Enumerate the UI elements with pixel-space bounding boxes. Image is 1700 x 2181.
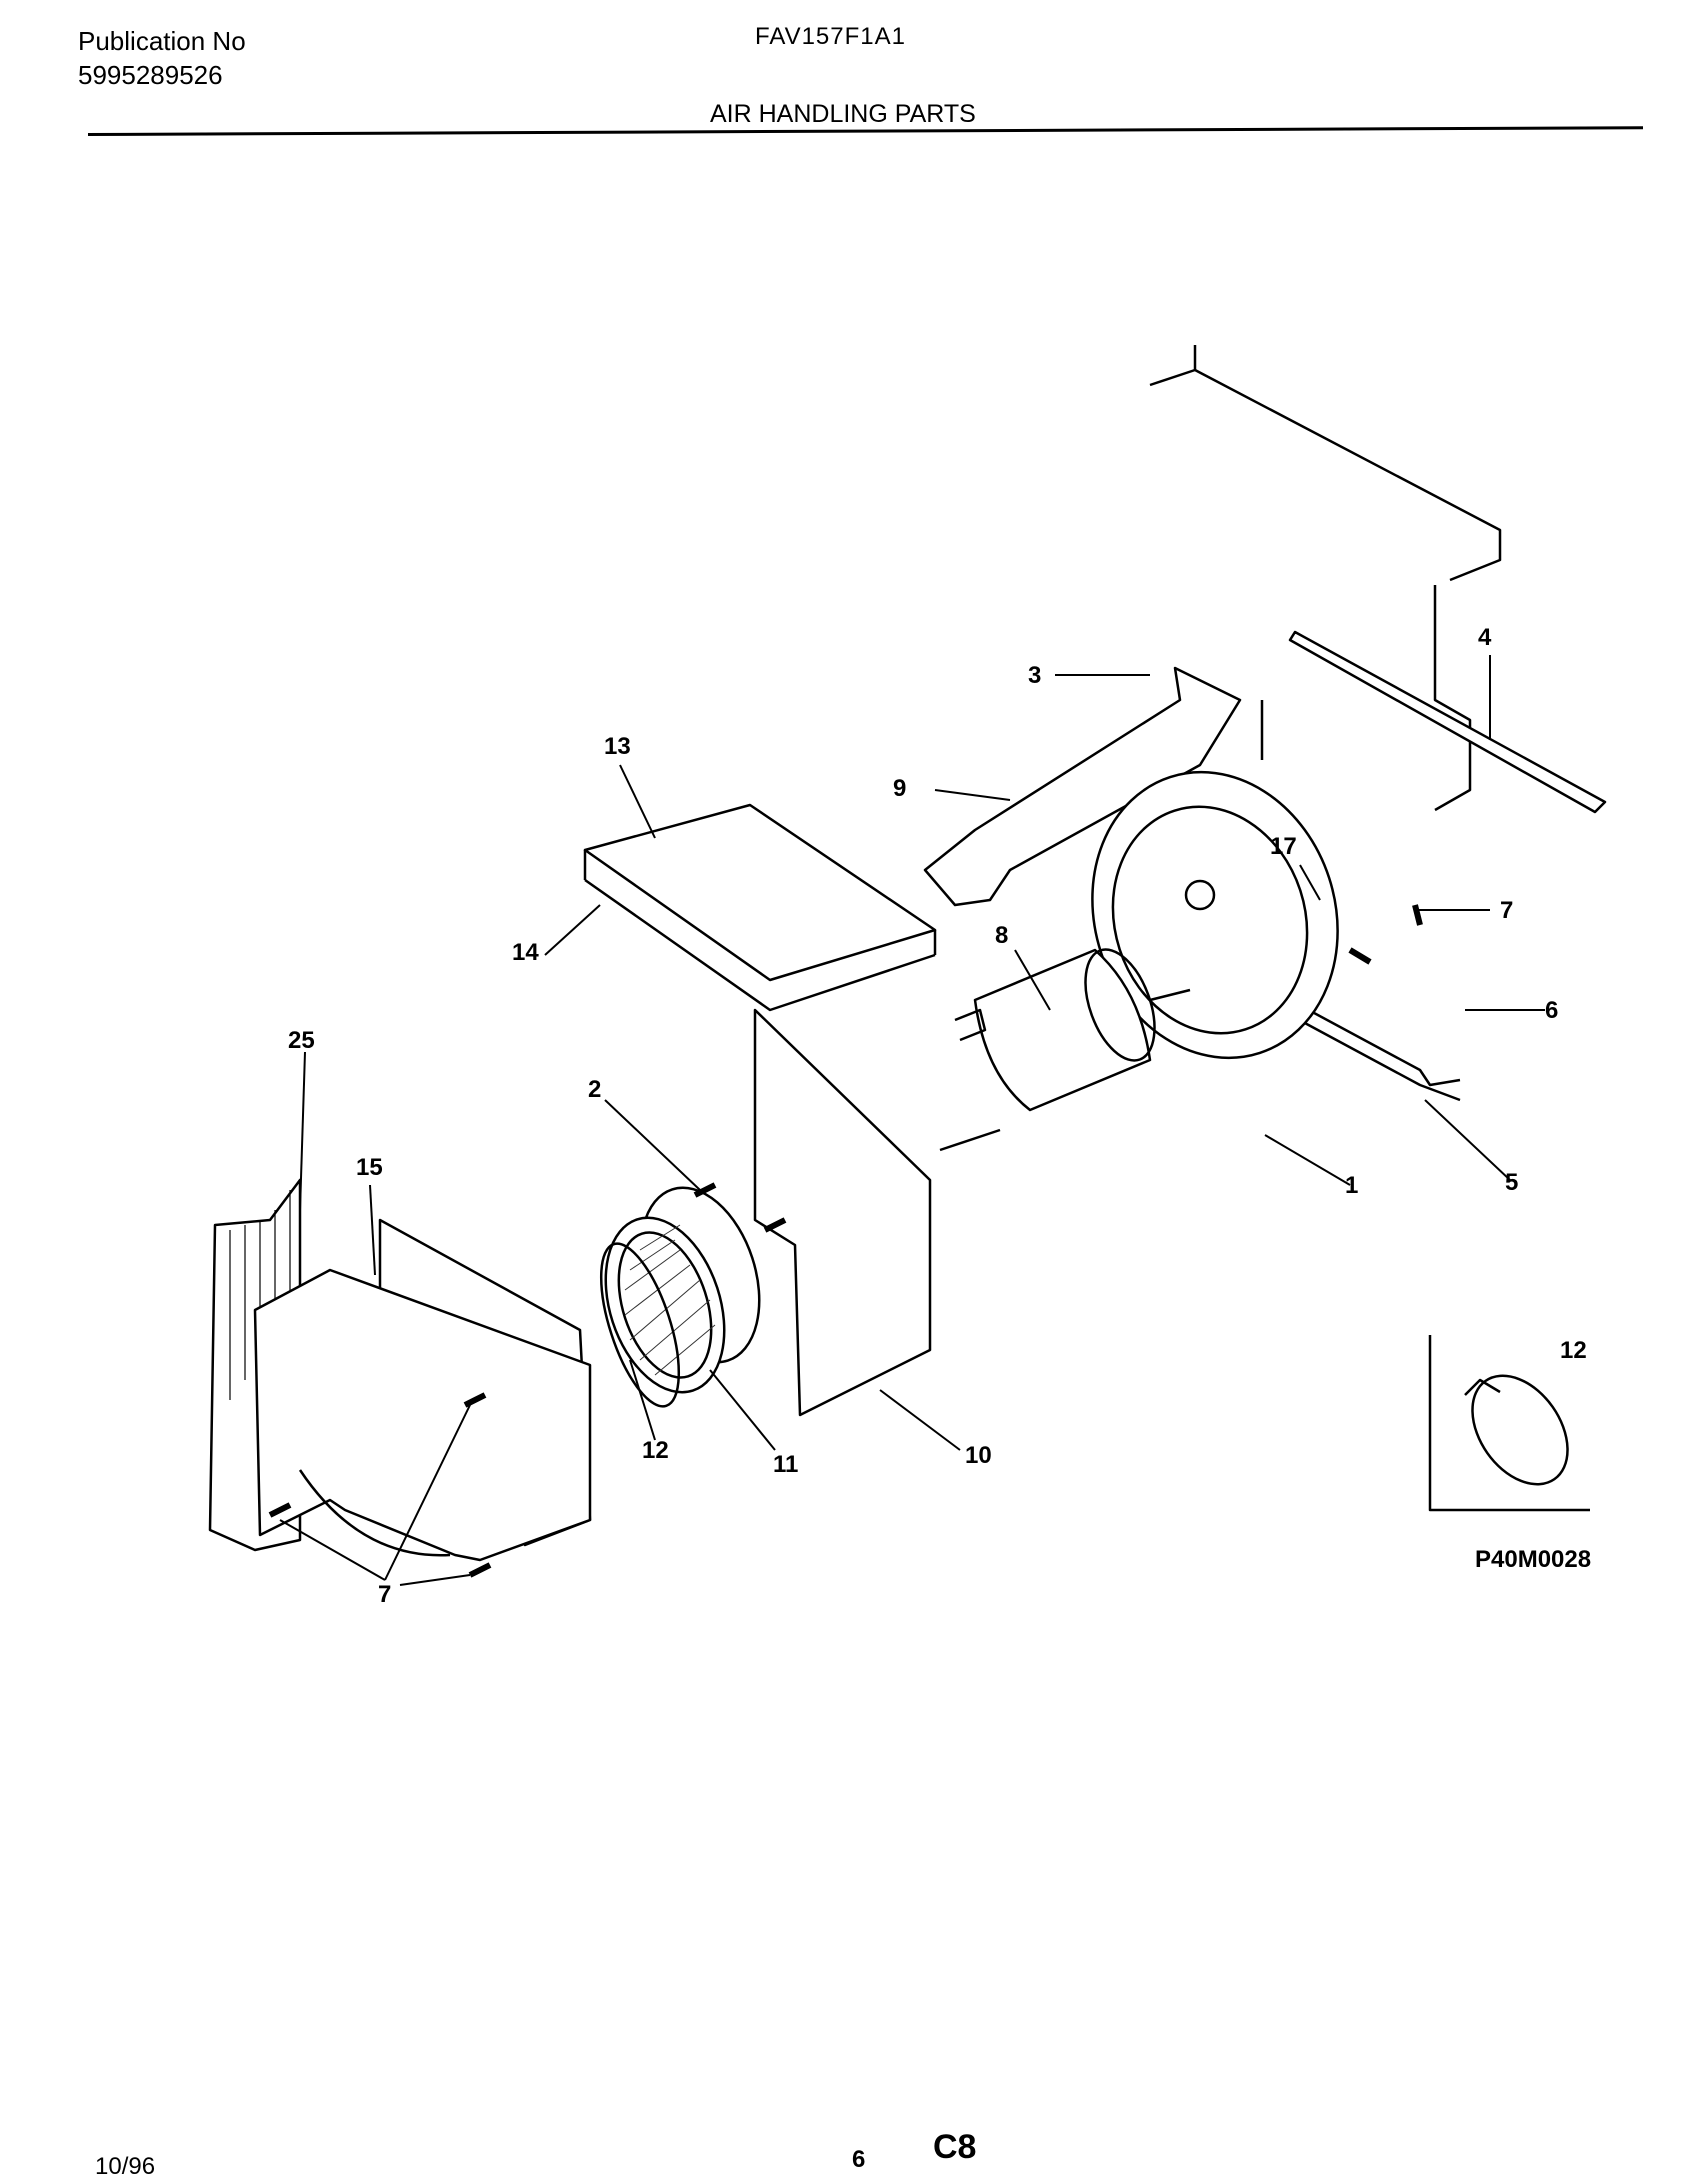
callout-6: 6 [1545, 997, 1558, 1024]
screw-17 [1348, 947, 1372, 965]
filter-panel-14 [583, 850, 937, 1012]
section-title: AIR HANDLING PARTS [710, 100, 976, 128]
scroll-housing-15 [253, 1218, 592, 1562]
callout-9: 9 [893, 775, 906, 802]
callout-10: 10 [965, 1442, 992, 1469]
motor-8 [939, 948, 1191, 1152]
model-number: FAV157F1A1 [755, 23, 906, 50]
callout-15: 15 [356, 1154, 383, 1181]
callout-12: 12 [642, 1437, 669, 1464]
screw-7-d [468, 1562, 492, 1578]
clamp-12 [599, 1242, 681, 1408]
inset-clamp-detail [1428, 1335, 1590, 1512]
callout-3: 3 [1028, 662, 1041, 689]
screw-7-b [463, 1392, 487, 1408]
callout-7-left: 7 [378, 1581, 391, 1608]
callout-2: 2 [588, 1076, 601, 1103]
callout-11: 11 [773, 1451, 798, 1478]
page-code: C8 [933, 2128, 977, 2166]
screw-2 [693, 1182, 717, 1198]
callout-7-right: 7 [1500, 897, 1513, 924]
callout-5: 5 [1505, 1169, 1518, 1196]
fan-scroll-1 [1091, 770, 1339, 1060]
callout-25: 25 [288, 1027, 315, 1054]
callout-8: 8 [995, 922, 1008, 949]
callout-4: 4 [1478, 624, 1492, 651]
publication-label: Publication No [78, 26, 246, 56]
partition-panel-10 [753, 1008, 932, 1417]
page-number: 6 [852, 2146, 866, 2173]
blower-wheel-11 [604, 1186, 761, 1394]
screw-7-c [268, 1502, 292, 1518]
publication-number: 5995289526 [78, 60, 223, 90]
reference-code: P40M0028 [1475, 1546, 1591, 1573]
screw-7-e [1412, 904, 1423, 926]
rail-4 [1288, 630, 1607, 814]
rail-5 [1289, 998, 1461, 1102]
callout-14: 14 [512, 939, 539, 966]
callout-17: 17 [1270, 833, 1297, 860]
bracket-9 [923, 666, 1242, 907]
callout-13: 13 [604, 733, 631, 760]
top-bracket-3 [1149, 345, 1502, 812]
callout-1: 1 [1345, 1172, 1358, 1199]
footer-date: 10/96 [95, 2153, 156, 2180]
callout-12-inset: 12 [1560, 1337, 1587, 1364]
screw-7-a [763, 1217, 787, 1233]
filter-panel-13 [583, 803, 937, 982]
